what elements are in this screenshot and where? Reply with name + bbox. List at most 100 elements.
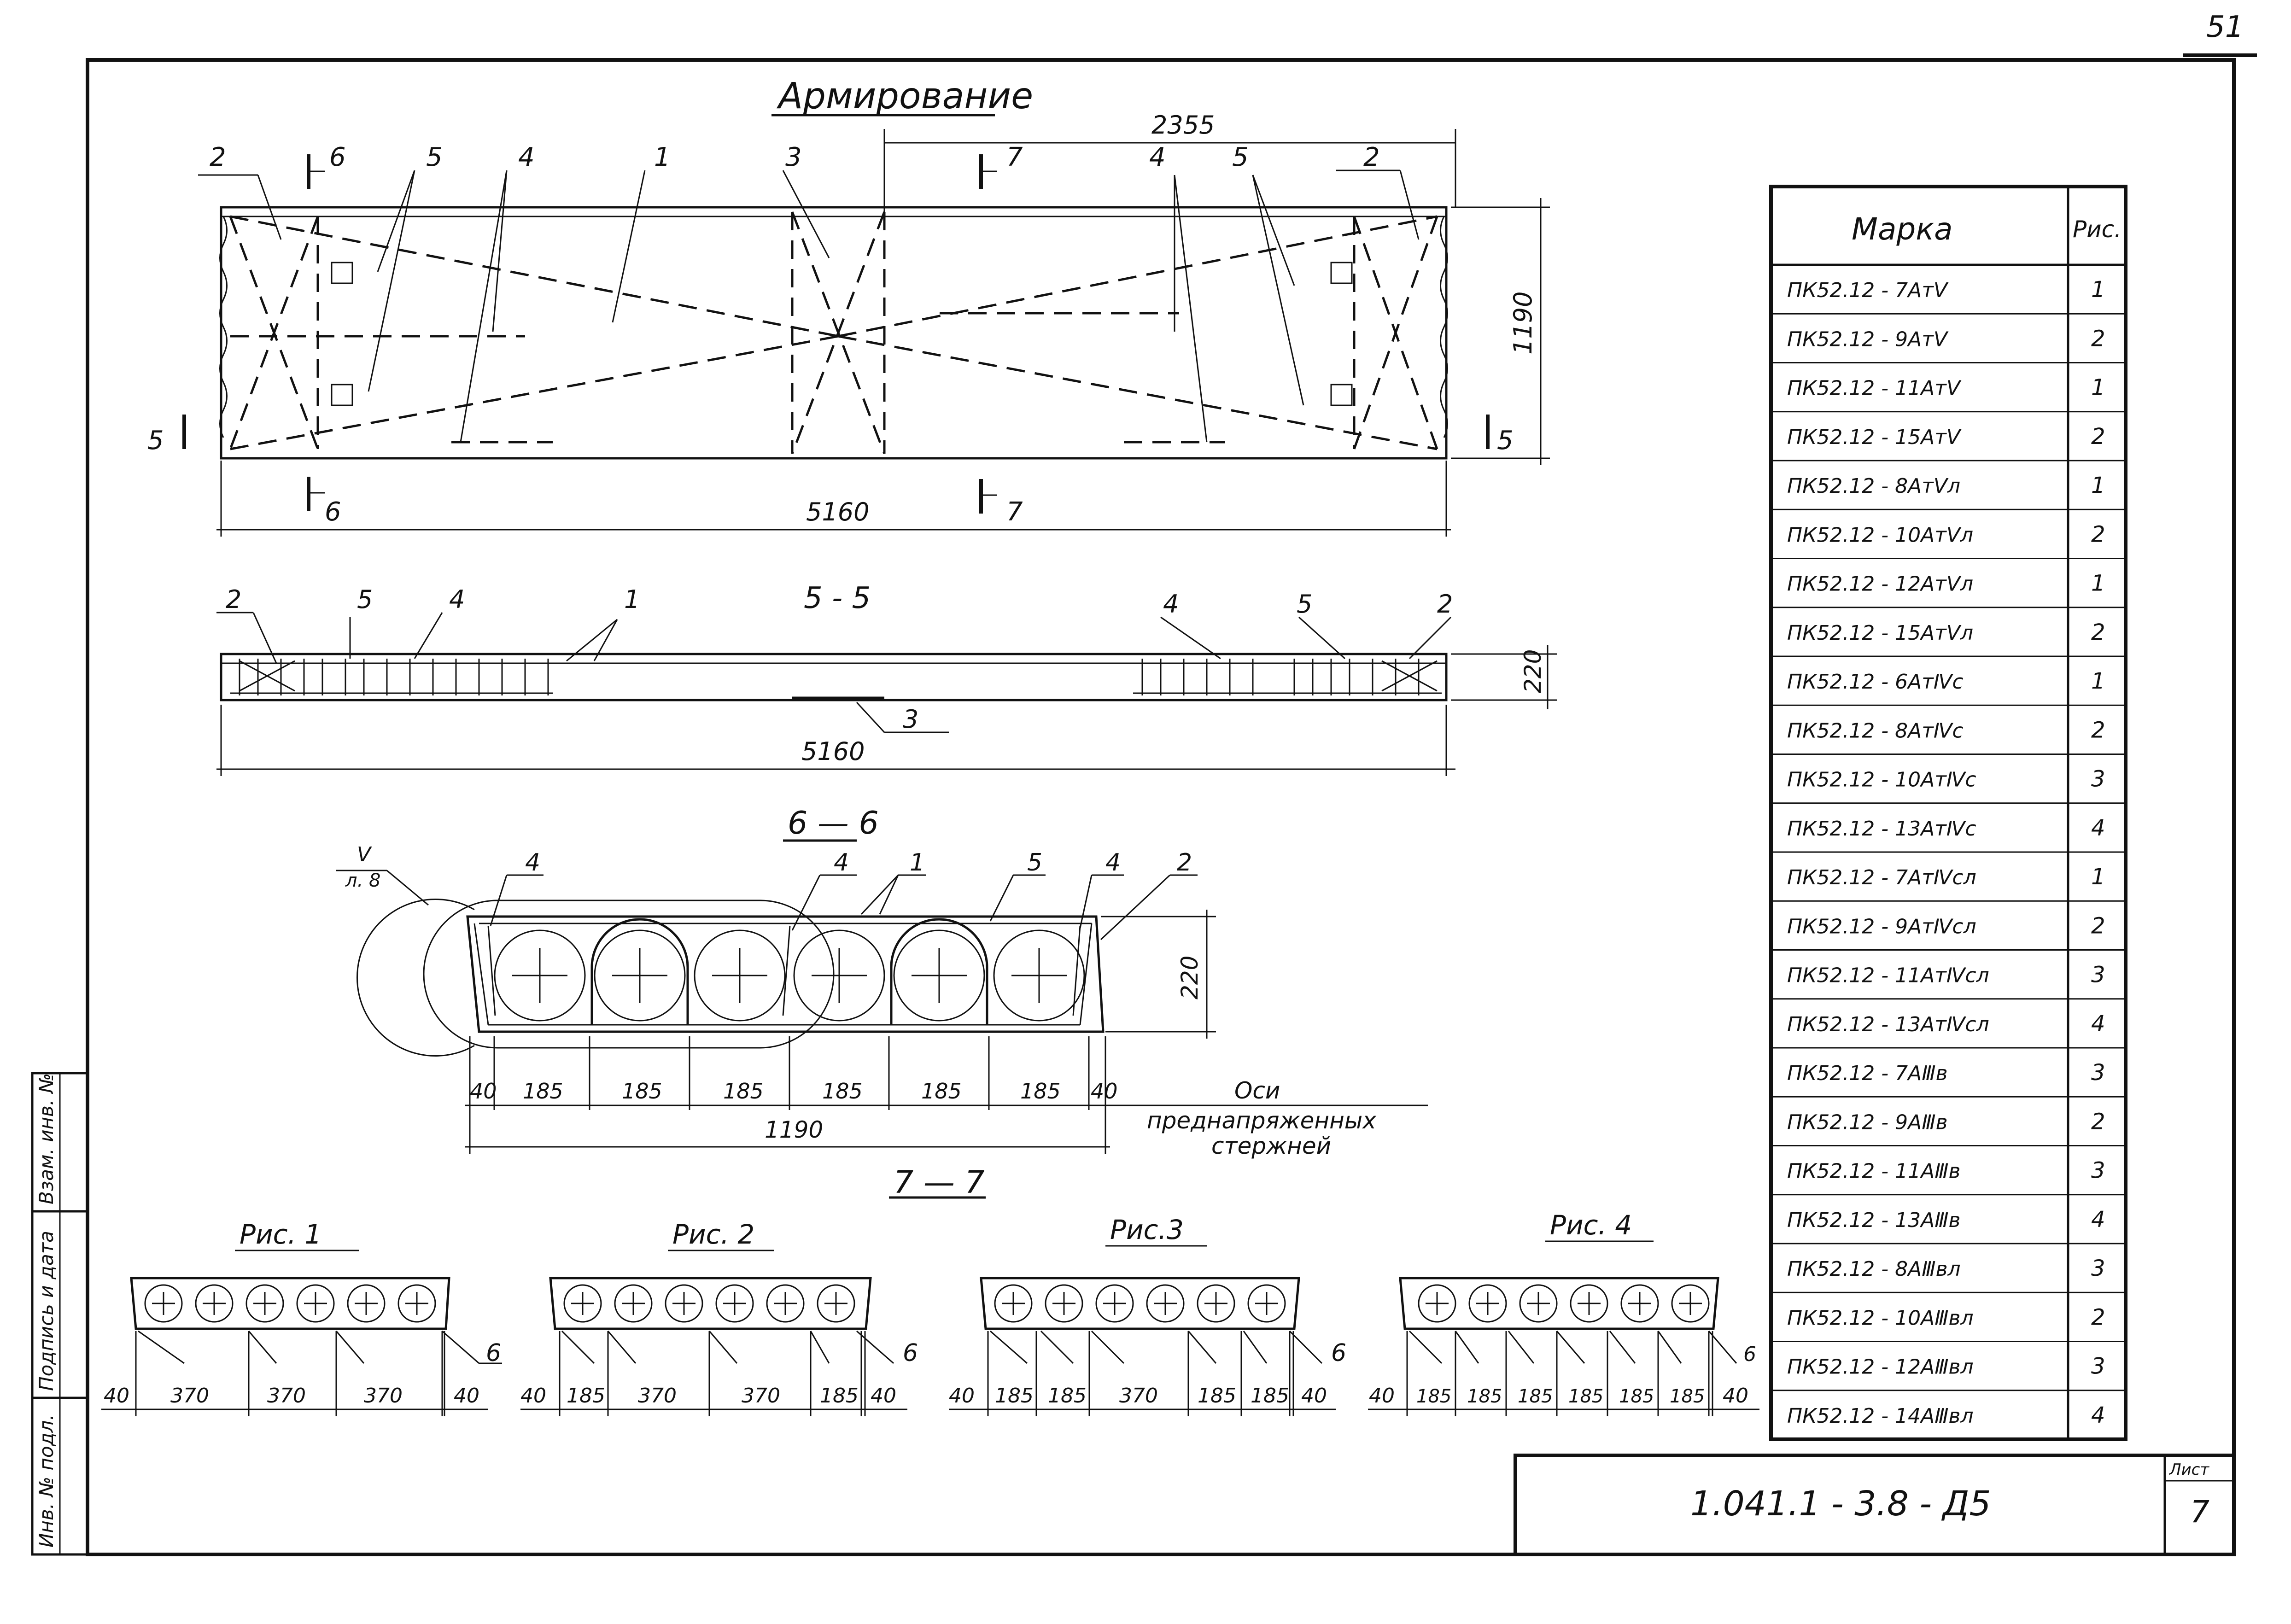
s55-callout-4-right: 4 [1163,590,1179,619]
table-cell-mark: ПК52.12 - 9АⅢв [1787,1110,1948,1134]
sheet-number: 7 [2190,1494,2209,1530]
figure-4-dim-1: 185 [1416,1386,1451,1407]
table-cell-figure: 2 [2091,619,2105,645]
s66-dim-185-6: 185 [1020,1079,1061,1104]
figure-4-dim-5: 185 [1619,1386,1654,1407]
table-cell-mark: ПК52.12 - 12АтⅤл [1787,572,1973,596]
sheet-frame [86,58,2236,1556]
table-cell-figure: 2 [2091,326,2105,351]
table-cell-figure: 2 [2091,913,2105,939]
s55-callout-4-left: 4 [449,585,465,614]
plan-view: 2 6 5 4 1 3 7 4 5 2 6 7 5 5 2355 5160 [147,111,1550,537]
document-code: 1.041.1 - 3.8 - Д5 [1690,1484,1991,1524]
title-block: 1.041.1 - 3.8 - Д5 Лист 7 [1514,1454,2236,1556]
table-cell-mark: ПК52.12 - 10АⅢвл [1787,1306,1974,1330]
s66-callout-4-a: 4 [525,849,540,876]
s66-callout-4-b: 4 [834,849,849,876]
s66-dim-40-left: 40 [470,1079,497,1104]
s66-dim-total: 1190 [765,1116,823,1143]
figure-3-dim-6: 40 [1301,1384,1327,1408]
table-cell-figure: 4 [2091,815,2105,841]
figure-4-dim-0: 40 [1369,1384,1395,1408]
table-cell-figure: 1 [2091,864,2105,890]
figure-3-title: Рис.3 [1110,1214,1184,1245]
table-cell-mark: ПК52.12 - 14АⅢвл [1787,1404,1974,1428]
figure-1-dim-0: 40 [104,1384,129,1408]
s66-callout-5: 5 [1027,849,1042,876]
table-cell-figure: 3 [2091,1354,2105,1379]
section-5-left: 5 [147,426,164,456]
s66-dim-185-2: 185 [622,1079,662,1104]
figure-2-dim-4: 185 [820,1384,859,1408]
sheet-label: Лист [2168,1460,2209,1479]
table-cell-mark: ПК52.12 - 6АтⅣс [1787,670,1964,694]
section-7-bottom: 7 [1006,497,1023,527]
plan-callout-5-left: 5 [426,142,443,172]
figure-2-marker: 6 [903,1339,918,1367]
table-cell-mark: ПК52.12 - 10АтⅤл [1787,523,1973,547]
figure-1-dim-4: 40 [454,1384,479,1408]
s66-dim-185-3: 185 [723,1079,764,1104]
figure-2-title: Рис. 2 [672,1219,754,1250]
figure-4-dim-7: 40 [1723,1384,1748,1408]
table-cell-mark: ПК52.12 - 13АтⅣсл [1787,1013,1989,1036]
figure-3-dim-3: 370 [1119,1384,1158,1408]
figure-1-dim-1: 370 [170,1384,209,1408]
s55-callout-2-left: 2 [226,585,241,614]
figure-1-dim-3: 370 [364,1384,403,1408]
axes-note-line2: преднапряженных [1147,1107,1376,1134]
s66-callout-4-c: 4 [1105,849,1121,876]
figure-2-dim-5: 40 [871,1384,896,1408]
table-cell-figure: 3 [2091,1158,2105,1184]
table-cell-figure: 1 [2091,375,2105,401]
table-cell-mark: ПК52.12 - 11АⅢв [1787,1160,1961,1183]
s55-callout-1: 1 [624,585,640,614]
table-cell-mark: ПК52.12 - 15АтⅤл [1787,621,1973,645]
table-cell-mark: ПК52.12 - 12АⅢвл [1787,1355,1974,1379]
axes-note-line3: стержней [1211,1133,1331,1159]
figure-1-title: Рис. 1 [240,1219,321,1250]
table-cell-mark: ПК52.12 - 7АⅢв [1787,1062,1948,1085]
slab-outline [220,206,1448,460]
table-cell-mark: ПК52.12 - 8АтⅣс [1787,719,1964,742]
figure-3-dim-4: 185 [1198,1384,1236,1408]
plan-callout-3: 3 [785,142,802,172]
figure-3-dim-2: 185 [1048,1384,1087,1408]
detail-mark: V [357,843,372,866]
s55-callout-5-left: 5 [357,585,373,614]
plan-callout-5-right: 5 [1232,142,1249,172]
table-cell-mark: ПК52.12 - 13АⅢв [1787,1209,1961,1232]
table-cell-mark: ПК52.12 - 10АтⅣс [1787,768,1976,792]
table-cell-figure: 4 [2091,1207,2105,1233]
stamp-signature-label: Подпись и дата [35,1231,58,1391]
section-6-6: 6 — 6 V л. 8 [336,805,1428,1159]
table-cell-mark: ПК52.12 - 9АтⅣсл [1787,915,1976,938]
figure-4-dim-6: 185 [1670,1386,1705,1407]
table-cell-figure: 1 [2091,473,2105,498]
table-header-figure: Рис. [2073,216,2122,243]
figure-3-marker: 6 [1331,1339,1346,1367]
table-cell-figure: 1 [2091,277,2105,303]
s66-callout-1: 1 [910,849,925,876]
detail-sheet: л. 8 [345,870,380,891]
section-6-6-title: 6 — 6 [788,805,879,841]
table-cell-figure: 2 [2091,717,2105,743]
plan-callout-4-right: 4 [1149,142,1166,172]
table-cell-figure: 1 [2091,668,2105,694]
table-cell-figure: 2 [2091,424,2105,450]
table-cell-figure: 3 [2091,1256,2105,1281]
table-cell-figure: 2 [2091,1304,2105,1330]
table-cell-figure: 3 [2091,766,2105,792]
s55-dim-bottom: 5160 [801,737,865,766]
table-cell-figure: 1 [2091,571,2105,596]
s55-callout-3: 3 [903,705,918,734]
hollow-cores [494,929,1085,1022]
plan-dim-right: 1190 [1508,292,1537,355]
section-5-5: 5 - 5 [216,581,1557,776]
figure-2-dim-2: 370 [638,1384,677,1408]
figure-2-dim-3: 370 [742,1384,780,1408]
table-cell-mark: ПК52.12 - 11АтⅣсл [1787,964,1989,987]
plan-callout-2-left: 2 [210,142,226,172]
stamp-inventory-label: Инв. № подл. [35,1414,58,1548]
